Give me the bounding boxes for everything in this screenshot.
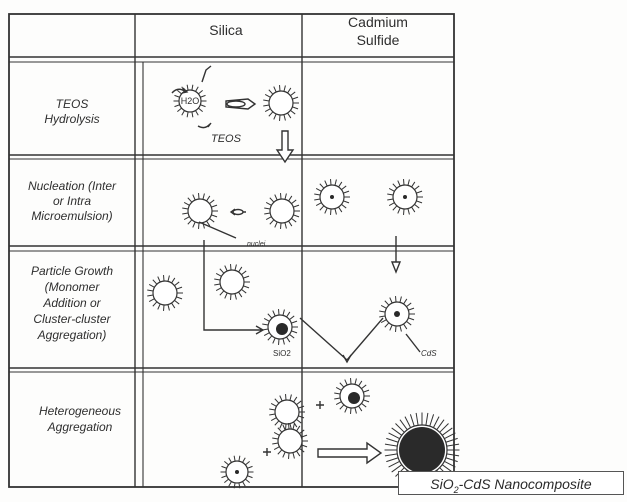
svg-text:Heterogeneous: Heterogeneous bbox=[39, 404, 121, 418]
nuclei-label: nuclei bbox=[247, 241, 266, 248]
svg-text:Cluster-cluster: Cluster-cluster bbox=[33, 312, 111, 326]
micelle-teos-right bbox=[263, 85, 299, 121]
micelle-nucleation-2 bbox=[264, 193, 300, 229]
micelle-cds-nucleation-2 bbox=[387, 179, 423, 215]
cds-pointer bbox=[406, 334, 420, 352]
composite-label: SiO2-CdS Nanocomposite bbox=[398, 471, 624, 495]
micelle-growth-1 bbox=[147, 275, 183, 311]
header-cadmium: Cadmium bbox=[348, 14, 408, 30]
hollow-down-arrow bbox=[277, 131, 293, 162]
svg-text:Particle Growth: Particle Growth bbox=[31, 264, 113, 278]
teos-out-arrow-2 bbox=[198, 123, 211, 128]
svg-text:Aggregation: Aggregation bbox=[47, 420, 113, 434]
micelle-cds-nucleation-1 bbox=[314, 179, 350, 215]
svg-text:Addition or: Addition or bbox=[42, 296, 101, 310]
svg-text:Nucleation (Inter: Nucleation (Inter bbox=[28, 179, 117, 193]
header-silica: Silica bbox=[209, 22, 243, 38]
svg-text:Hydrolysis: Hydrolysis bbox=[44, 112, 99, 126]
micelle-hetero-3 bbox=[221, 456, 254, 488]
teos-out-arrow-1 bbox=[202, 66, 211, 82]
converge-left bbox=[300, 318, 347, 360]
svg-text:TEOS: TEOS bbox=[56, 97, 89, 111]
micelle-growth-sio2 bbox=[262, 309, 298, 345]
row-label-teos-hydrolysis: TEOS Hydrolysis bbox=[44, 97, 99, 126]
cds-label: CdS bbox=[421, 349, 437, 358]
micelle-layer bbox=[147, 85, 459, 488]
micelle-hetero-1 bbox=[269, 394, 305, 430]
composite-arrow bbox=[318, 443, 381, 463]
header-sulfide: Sulfide bbox=[357, 32, 400, 48]
micelle-growth-cds bbox=[379, 296, 415, 332]
micelle-growth-2 bbox=[214, 264, 250, 300]
plus-sign-2 bbox=[316, 401, 324, 409]
teos-label: TEOS bbox=[211, 133, 242, 145]
row-label-nucleation: Nucleation (Inter or Intra Microemulsion… bbox=[28, 179, 117, 223]
nuclei-pointer bbox=[199, 222, 236, 238]
svg-text:or Intra: or Intra bbox=[53, 194, 91, 208]
sio2-label: SiO2 bbox=[273, 349, 291, 358]
converge-right bbox=[347, 318, 383, 360]
plus-sign-1 bbox=[263, 448, 271, 456]
h2o-label: H2O bbox=[181, 96, 200, 106]
svg-text:(Monomer: (Monomer bbox=[45, 280, 101, 294]
svg-text:Aggregation): Aggregation) bbox=[37, 328, 107, 342]
row-label-particle-growth: Particle Growth (Monomer Addition or Clu… bbox=[31, 264, 113, 342]
cds-down-arrow bbox=[392, 236, 400, 272]
micelle-nucleation-1 bbox=[182, 193, 218, 229]
micelle-hetero-2 bbox=[334, 378, 370, 414]
row-label-heterogeneous: Heterogeneous Aggregation bbox=[39, 404, 121, 434]
svg-text:Microemulsion): Microemulsion) bbox=[31, 209, 112, 223]
